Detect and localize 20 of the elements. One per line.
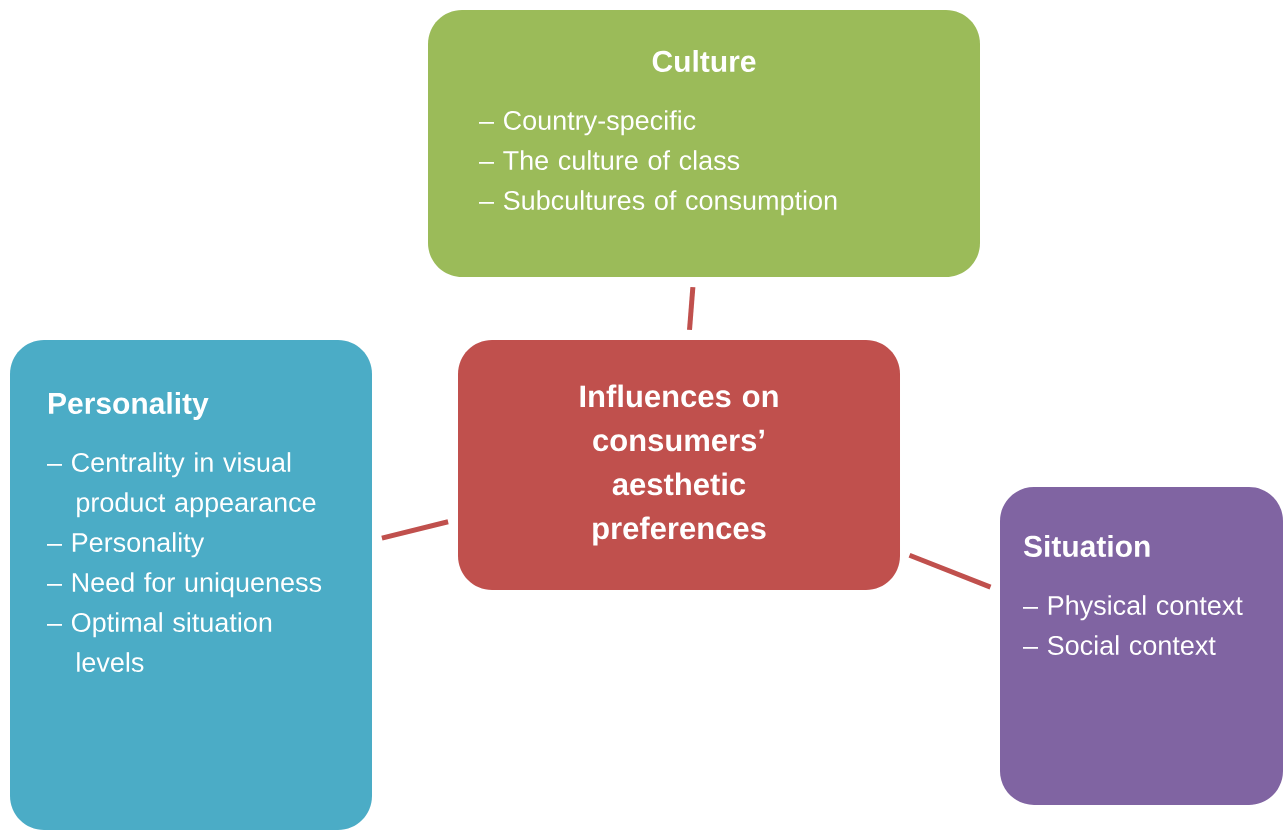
text-box	[10, 340, 372, 830]
bullet-item: – Physical context	[1023, 595, 1243, 621]
node-title: Influences on consumers’ aesthetic preferences	[580, 384, 778, 546]
bullet-item: – Country-specific	[479, 110, 696, 136]
node-heading: Culture	[652, 50, 756, 73]
connector-line	[381, 519, 449, 541]
bullet-item: – Personality	[47, 532, 205, 558]
bullet-item: – Centrality in visual product appearance	[47, 452, 316, 518]
text-box	[1000, 487, 1283, 805]
connector-line	[687, 286, 696, 331]
bullet-item: – Subcultures of consumption	[479, 190, 837, 216]
node-heading: Personality	[49, 392, 209, 420]
bullet-item: – The culture of class	[479, 150, 740, 170]
connector-line	[908, 552, 992, 590]
node-heading: Situation	[1023, 535, 1150, 558]
bullet-item: – Social context	[1023, 635, 1216, 655]
bullet-item: – Optimal situation levels	[47, 612, 272, 672]
text-box	[458, 340, 900, 590]
bullet-item: – Need for uniqueness	[47, 572, 322, 598]
text-box	[428, 10, 980, 277]
